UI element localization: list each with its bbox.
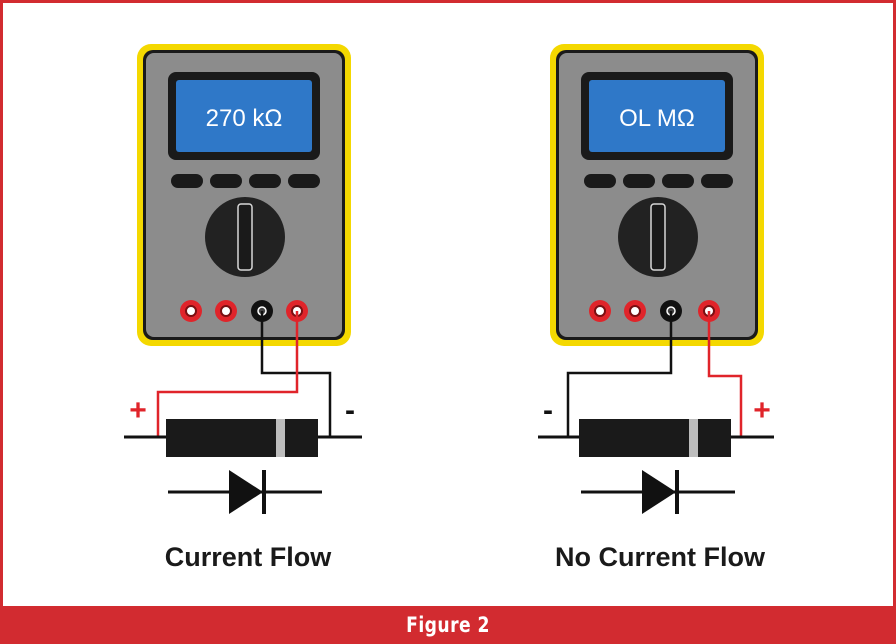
meter-left-button-1: [171, 174, 203, 188]
meter-right-reading: OL MΩ: [619, 105, 695, 132]
caption-no-current-flow: No Current Flow: [555, 542, 766, 572]
meter-left-reading: 270 kΩ: [206, 105, 283, 132]
diode-left: [124, 419, 362, 457]
figure-caption-bar: Figure 2: [0, 606, 896, 644]
diode-symbol-right: [581, 470, 735, 514]
meter-right-lcd: [589, 80, 725, 152]
meter-left-dial-pointer: [237, 203, 253, 271]
lead-left-red: [156, 311, 299, 437]
meter-right-dial-pointer: [650, 203, 666, 271]
multimeter-left: 270 kΩ: [137, 44, 351, 346]
lead-right-red: [707, 311, 743, 437]
lead-right-black: [566, 311, 673, 437]
sign-left-cathode: -: [345, 394, 355, 427]
multimeter-right: OL MΩ: [550, 44, 764, 346]
meter-right-button-4: [701, 174, 733, 188]
diode-left-cathode-band: [276, 419, 285, 457]
diode-right-body: [579, 419, 731, 457]
sign-left-anode: +: [129, 394, 147, 427]
figure-caption: Figure 2: [406, 613, 490, 637]
diode-right-cathode-band: [689, 419, 698, 457]
sign-right-cathode: +: [753, 394, 771, 427]
meter-right-button-1: [584, 174, 616, 188]
sign-right-anode: -: [543, 394, 553, 427]
diagram-canvas: 270 kΩ + - Current Flow: [124, 44, 774, 572]
meter-left-button-2: [210, 174, 242, 188]
meter-right-button-2: [623, 174, 655, 188]
diode-symbol-left: [168, 470, 322, 514]
meter-left-button-4: [288, 174, 320, 188]
meter-right-button-3: [662, 174, 694, 188]
meter-left-button-3: [249, 174, 281, 188]
diode-left-body: [166, 419, 318, 457]
diode-right: [538, 419, 774, 457]
meter-left-lcd: [176, 80, 312, 152]
caption-current-flow: Current Flow: [165, 542, 332, 572]
